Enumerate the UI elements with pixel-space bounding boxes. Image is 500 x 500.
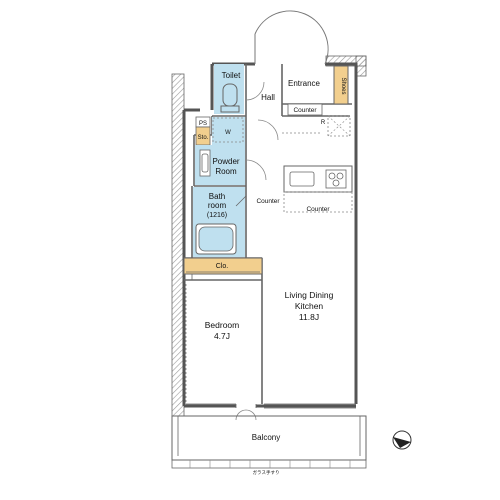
bathroom-size: (1216) <box>207 212 227 219</box>
stove <box>325 169 347 189</box>
sto-label: Sto. <box>198 135 209 141</box>
ldk-label-1: Living Dining <box>285 290 334 300</box>
kitchen-sink <box>289 171 315 187</box>
left-structure-wall <box>171 73 185 417</box>
entrance-counter-label: Counter <box>293 107 317 114</box>
bathroom-label-1: Bath <box>209 192 225 201</box>
entrance-label: Entrance <box>288 79 321 88</box>
refrigerator-space <box>327 115 351 137</box>
bedroom-size: 4.7J <box>214 331 230 341</box>
bathroom-label-2: room <box>208 201 227 210</box>
ps-label: PS <box>199 121 207 127</box>
toilet-label: Toilet <box>222 71 241 80</box>
r-label: R <box>321 120 326 126</box>
w-label: W <box>225 130 231 136</box>
counter-left-label: Counter <box>256 198 280 205</box>
powder-room-label-2: Room <box>215 167 237 176</box>
balcony-railing <box>171 459 367 469</box>
shoes-label: Shoes <box>340 77 346 94</box>
hall-label: Hall <box>261 93 275 102</box>
balcony-sash <box>186 403 356 409</box>
ldk-size: 11.8J <box>299 312 319 322</box>
counter-right-label: Counter <box>306 206 330 213</box>
washer-space <box>212 117 244 143</box>
shoes-closet <box>333 65 349 105</box>
bedroom-label: Bedroom <box>205 320 240 330</box>
entrance-door <box>254 10 329 65</box>
vanity-sink <box>199 149 211 177</box>
powder-room <box>212 117 245 185</box>
ldk-label-2: Kitchen <box>295 301 324 311</box>
north-arrow-icon <box>392 430 412 450</box>
closet <box>183 257 263 275</box>
closet-label: Clo. <box>216 263 229 270</box>
balcony-label: Balcony <box>252 433 280 442</box>
railing-note: ガラス手すり <box>253 469 280 476</box>
powder-room-label-1: Powder <box>212 157 239 166</box>
